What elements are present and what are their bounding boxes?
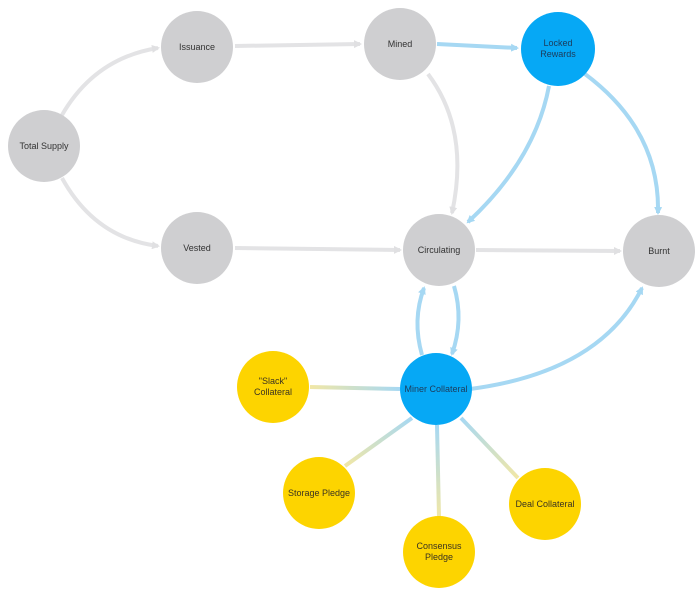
node-label: Issuance [178, 41, 216, 52]
edge-total-supply-to-vested [60, 177, 160, 250]
node-label: Miner Collateral [404, 383, 468, 394]
edge-mined-to-locked-rewards [436, 42, 519, 52]
node-label: "Slack" Collateral [253, 376, 293, 397]
edge-locked-rewards-to-circulating [466, 85, 551, 224]
edge-total-supply-to-issuance [60, 44, 160, 117]
node-miner-collateral[interactable]: Miner Collateral [400, 353, 472, 425]
node-slack-collateral[interactable]: "Slack" Collateral [237, 351, 309, 423]
node-deal-collateral[interactable]: Deal Collateral [509, 468, 581, 540]
node-label: Mined [387, 38, 413, 49]
node-label: Consensus Pledge [416, 541, 462, 562]
node-label: Deal Collateral [515, 498, 575, 509]
edge-locked-rewards-to-burnt [583, 72, 663, 215]
node-consensus-pledge[interactable]: Consensus Pledge [403, 516, 475, 588]
node-label: Circulating [417, 244, 461, 255]
node-total-supply[interactable]: Total Supply [8, 110, 80, 182]
edge-miner-collateral-to-burnt [469, 286, 644, 391]
node-circulating[interactable]: Circulating [403, 214, 475, 286]
edge-miner-collateral-to-circulating [415, 286, 426, 356]
node-mined[interactable]: Mined [364, 8, 436, 80]
node-issuance[interactable]: Issuance [161, 11, 233, 83]
edge-vested-to-circulating [234, 245, 402, 254]
edge-circulating-to-burnt [475, 246, 622, 255]
node-label: Vested [183, 242, 211, 253]
node-label: Locked Rewards [540, 38, 576, 59]
edge-miner-collateral-to-consensus-pledge [435, 424, 441, 518]
edge-circulating-to-miner-collateral [450, 285, 461, 356]
edge-miner-collateral-to-storage-pledge [343, 416, 414, 468]
node-storage-pledge[interactable]: Storage Pledge [283, 457, 355, 529]
node-label: Total Supply [19, 140, 69, 151]
edge-miner-collateral-to-slack-collateral [309, 385, 401, 391]
node-label: Burnt [648, 245, 670, 256]
node-locked-rewards[interactable]: Locked Rewards [521, 12, 595, 86]
edge-issuance-to-mined [234, 40, 362, 49]
node-burnt[interactable]: Burnt [623, 215, 695, 287]
edge-miner-collateral-to-deal-collateral [459, 416, 520, 480]
node-label: Storage Pledge [287, 487, 351, 498]
edge-mined-to-circulating [426, 72, 460, 215]
node-vested[interactable]: Vested [161, 212, 233, 284]
